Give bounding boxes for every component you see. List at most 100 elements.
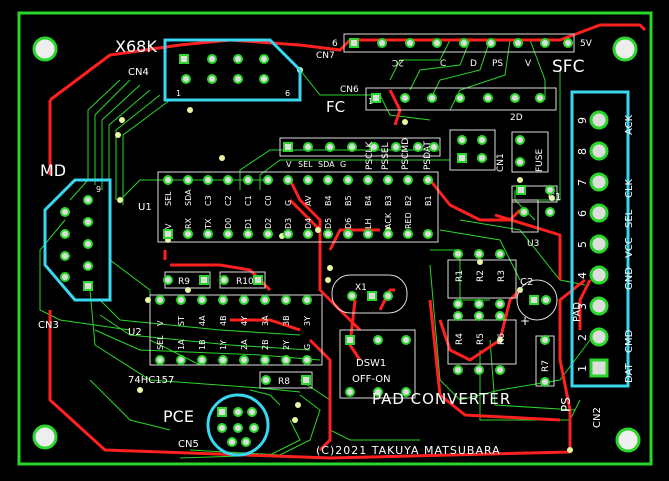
pin-label: RX [184, 217, 193, 229]
cn4-label: CN4 [128, 67, 149, 78]
dsw1: DSW1 OFF-ON [339, 329, 416, 399]
pin-pad [363, 175, 373, 185]
pin-label: C1 [244, 195, 253, 206]
md-pin-last: 9 [96, 185, 101, 194]
pin-pad [155, 295, 165, 305]
sfc-row-label: D [470, 59, 477, 69]
mounting-hole [612, 36, 638, 62]
pin-label: TX [204, 218, 213, 230]
cn2-label: CN2 [592, 407, 603, 428]
connector-outline [570, 90, 630, 388]
pin-pad [243, 229, 253, 239]
pin-pad [176, 295, 186, 305]
pin-pad [243, 175, 253, 185]
pin-label: 1Y [219, 340, 228, 350]
pin-label: 6 [576, 210, 589, 217]
header-label: G [340, 160, 346, 169]
header-label-vertical: PSCLK [365, 141, 375, 170]
resistor-array: R1 R2 R3 R4 R5 R6 R7 [447, 249, 555, 387]
header-label: SDA [318, 160, 335, 169]
pin-label: V [156, 320, 165, 326]
via [549, 195, 555, 201]
c1-u3: C1 U3 [511, 185, 561, 249]
header-strip-outline [279, 137, 441, 157]
u3-label: U3 [527, 239, 539, 249]
pin-pad [589, 327, 609, 347]
cn3-label: CN3 [38, 320, 59, 331]
pin-pad [239, 355, 249, 365]
r9-r10: R9 R10 [163, 271, 266, 289]
cn2-signal: GND [624, 267, 635, 290]
pin-pad [197, 295, 207, 305]
u1-outline [157, 171, 439, 243]
pin-label: 1 [576, 365, 589, 372]
cn2-signal: PAD [572, 302, 583, 322]
pin-label: 8 [576, 148, 589, 155]
pin-pad [589, 141, 609, 161]
r8-label: R8 [278, 377, 290, 387]
cn6-outline [365, 87, 557, 111]
pce-outline [206, 393, 270, 457]
dsw1-outline [339, 329, 416, 399]
pin-label: G [303, 344, 312, 350]
fuse-outline [511, 131, 549, 173]
pin-pad [263, 229, 273, 239]
pin-label: SDA [184, 189, 193, 206]
c1-label: C1 [548, 192, 561, 203]
pin-label: SEL [156, 335, 165, 350]
r8-outline [259, 371, 313, 389]
sfc-row-label: C [440, 59, 446, 69]
via [327, 265, 333, 271]
pin-label: 3B [282, 315, 291, 326]
pce-connector: PCE CN5 [163, 393, 270, 457]
cn2-signal: CMD [624, 329, 635, 353]
sfc-row-label: PS [492, 59, 503, 69]
x1-crystal: X1 [331, 274, 408, 314]
via [137, 387, 143, 393]
pin-label: D1 [244, 218, 253, 229]
pin-pad [223, 175, 233, 185]
pin-pad [176, 355, 186, 365]
board-title: PAD CONVERTER [372, 390, 511, 408]
u2-part: 74HC157 [128, 375, 174, 386]
pin-pad [239, 295, 249, 305]
pin-pad [283, 229, 293, 239]
pin-pad [203, 175, 213, 185]
x1-label: X1 [355, 283, 367, 293]
pin-label: 4B [219, 315, 228, 326]
fuse-pads [515, 135, 525, 167]
connector-outline [163, 38, 302, 102]
cn7-label: CN7 [316, 51, 335, 61]
header-label-vertical: PSCMD [401, 138, 411, 170]
via [315, 227, 321, 233]
cn7-pin-right: 5V [580, 39, 593, 49]
r2-label: R2 [476, 270, 486, 282]
pin-pad [423, 229, 433, 239]
c2-plus: + [520, 314, 530, 328]
u2-pads [155, 295, 312, 365]
pin-pad [155, 355, 165, 365]
pin-label: 1A [177, 339, 186, 350]
pin-pad [383, 229, 393, 239]
u2-label: U2 [128, 327, 142, 338]
mounting-hole [615, 427, 641, 453]
pin-label: ST [177, 316, 186, 326]
via [402, 119, 408, 125]
pin-pad [183, 229, 193, 239]
pin-label: C3 [204, 195, 213, 206]
cn6-label: CN6 [340, 85, 359, 95]
pin-pad [589, 172, 609, 192]
header-label-vertical: PSSEL [381, 142, 391, 170]
pin-pad [281, 355, 291, 365]
header-strip: V SEL SDA G PSCLK PSSEL PSCMD PSDAT [279, 137, 441, 170]
u1-pads [163, 175, 433, 239]
pin-label: B2 [404, 195, 413, 206]
c2: C2 + [516, 277, 558, 328]
via [567, 447, 573, 453]
cn6-pads [371, 93, 545, 103]
via [517, 177, 523, 183]
